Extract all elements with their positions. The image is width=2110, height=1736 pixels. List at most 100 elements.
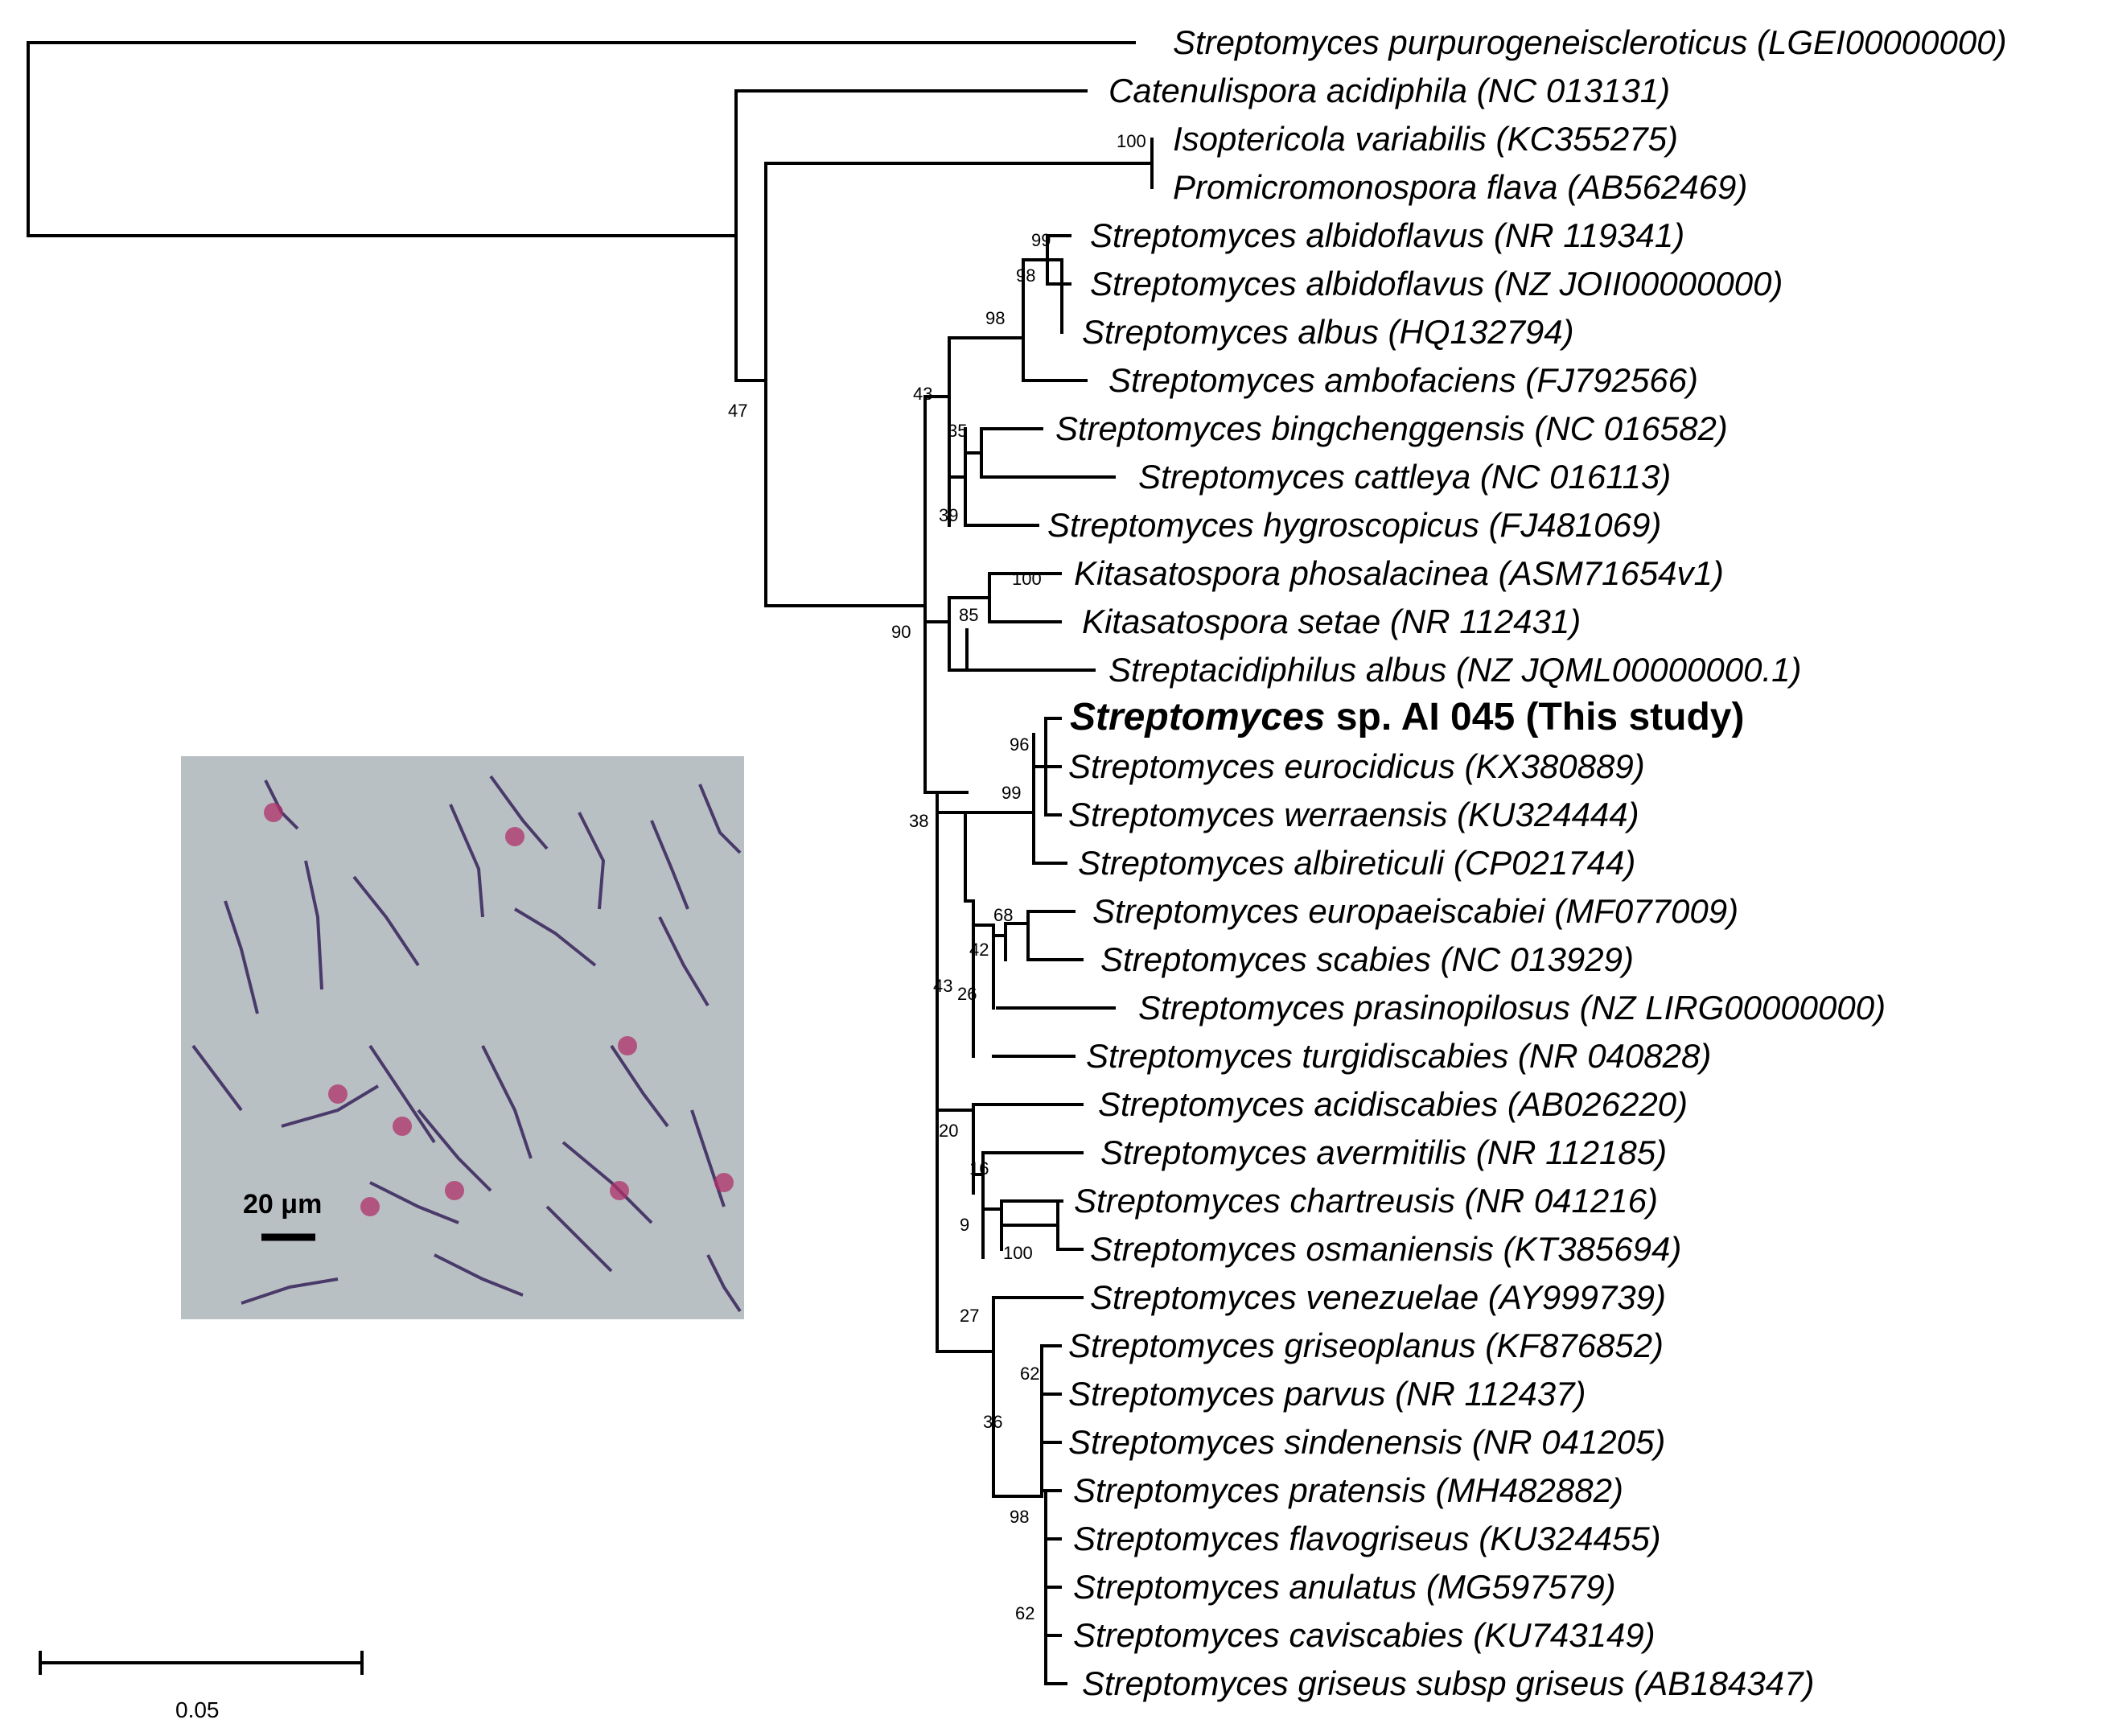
- bootstrap-value: 43: [913, 384, 932, 404]
- bootstrap-value: 16: [969, 1158, 989, 1179]
- filament: [241, 1277, 339, 1305]
- taxon-label: Streptomyces griseus subsp griseus (AB18…: [1082, 1664, 1814, 1702]
- bootstrap-value: 98: [985, 308, 1005, 328]
- bootstrap-value: 42: [969, 940, 989, 960]
- taxon-label: Streptomyces sp. AI 045 (This study): [1070, 696, 1744, 738]
- bootstrap-value: 99: [1002, 783, 1021, 803]
- taxon-label: Streptomyces acidiscabies (AB026220): [1098, 1085, 1688, 1123]
- taxon-label: Streptomyces eurocidicus (KX380889): [1068, 747, 1645, 785]
- taxon-label: Streptomyces cattleya (NC 016113): [1138, 458, 1671, 496]
- tree-branches: [27, 41, 1154, 1685]
- bootstrap-value: 98: [1016, 265, 1035, 286]
- filament: [610, 1044, 669, 1128]
- bootstrap-value: 90: [891, 622, 911, 642]
- taxon-label: Streptomyces caviscabies (KU743149): [1073, 1616, 1656, 1654]
- taxon-genus: Streptomyces: [1070, 696, 1325, 738]
- stain-spot: [328, 1084, 348, 1104]
- stain-spot: [610, 1181, 629, 1200]
- bootstrap-value: 43: [933, 976, 952, 996]
- taxon-label: Streptomyces werraensis (KU324444): [1068, 796, 1639, 833]
- stain-spot: [714, 1173, 734, 1192]
- filament: [281, 1084, 380, 1128]
- filament: [658, 916, 710, 1007]
- filament: [706, 1254, 742, 1313]
- taxon-label: Streptomyces anulatus (MG597579): [1073, 1568, 1616, 1606]
- stain-spot: [505, 827, 524, 846]
- bootstrap-value: 38: [909, 811, 928, 831]
- filament: [698, 784, 742, 854]
- taxon-label: Streptomyces prasinopilosus (NZ LIRG0000…: [1138, 989, 1886, 1026]
- bootstrap-value: 35: [948, 421, 967, 441]
- bootstrap-value: 27: [960, 1306, 979, 1326]
- taxon-label: Streptomyces sindenensis (NR 041205): [1068, 1423, 1665, 1461]
- filament: [434, 1253, 524, 1297]
- filament: [352, 875, 420, 967]
- stain-spot: [360, 1197, 380, 1216]
- bootstrap-values: 1004799989843353910085909699386842264320…: [728, 131, 1146, 1623]
- micrograph-inset: 20 μm: [181, 756, 744, 1319]
- bootstrap-value: 9: [960, 1215, 969, 1235]
- taxon-label: Catenulispora acidiphila (NC 013131): [1108, 72, 1670, 109]
- filament: [417, 1109, 492, 1192]
- taxon-label: Streptomyces ambofaciens (FJ792566): [1108, 361, 1698, 399]
- taxon-label: Streptomyces chartreusis (NR 041216): [1074, 1182, 1658, 1220]
- bootstrap-value: 100: [1117, 131, 1146, 151]
- taxon-rest: sp. AI 045 (This study): [1325, 696, 1744, 738]
- taxon-label: Streptomyces purpurogeneiscleroticus (LG…: [1173, 23, 2007, 61]
- filament: [369, 1181, 459, 1224]
- taxon-label: Streptomyces parvus (NR 112437): [1068, 1375, 1586, 1413]
- taxon-label: Streptomyces scabies (NC 013929): [1100, 940, 1634, 978]
- stain-spot: [393, 1117, 412, 1136]
- taxon-label: Streptomyces bingchenggensis (NC 016582): [1055, 409, 1728, 447]
- bootstrap-value: 62: [1015, 1603, 1034, 1623]
- micrograph-scale-label: 20 μm: [243, 1189, 322, 1220]
- taxon-label: Isoptericola variabilis (KC355275): [1173, 120, 1678, 158]
- taxon-label: Streptomyces venezuelae (AY999739): [1090, 1278, 1666, 1316]
- taxon-label: Streptacidiphilus albus (NZ JQML00000000…: [1108, 651, 1801, 689]
- taxon-label: Streptomyces turgidiscabies (NR 040828): [1086, 1037, 1711, 1075]
- taxon-label: Streptomyces hygroscopicus (FJ481069): [1047, 506, 1661, 544]
- scale-bar-label: 0.05: [175, 1697, 220, 1722]
- taxon-label: Streptomyces osmaniensis (KT385694): [1090, 1230, 1681, 1268]
- tree-scale-bar: 0.05: [39, 1651, 364, 1722]
- bootstrap-value: 85: [959, 605, 978, 625]
- bootstrap-value: 96: [1010, 734, 1029, 755]
- stain-spot: [618, 1036, 637, 1055]
- taxon-label: Streptomyces avermitilis (NR 112185): [1100, 1133, 1667, 1171]
- filament: [481, 1045, 533, 1159]
- bootstrap-value: 99: [1031, 230, 1051, 250]
- bootstrap-value: 39: [939, 505, 958, 525]
- filament: [650, 820, 689, 910]
- filament: [690, 1109, 726, 1207]
- taxon-label: Streptomyces flavogriseus (KU324455): [1073, 1520, 1661, 1557]
- bootstrap-value: 36: [983, 1412, 1002, 1432]
- taxon-labels: Streptomyces purpurogeneiscleroticus (LG…: [1047, 23, 2007, 1702]
- taxon-label: Promicromonospora flava (AB562469): [1173, 168, 1747, 206]
- filament: [304, 860, 323, 990]
- taxon-label: Streptomyces pratensis (MH482882): [1073, 1471, 1623, 1509]
- bootstrap-value: 98: [1010, 1507, 1029, 1527]
- filament: [224, 900, 259, 1014]
- bootstrap-value: 47: [728, 401, 747, 421]
- stain-spot: [264, 803, 283, 822]
- filament: [449, 804, 484, 918]
- taxon-label: Streptomyces albus (HQ132794): [1082, 313, 1574, 351]
- bootstrap-value: 100: [1012, 569, 1042, 589]
- filament: [368, 1044, 436, 1144]
- filament: [191, 1044, 243, 1112]
- bootstrap-value: 100: [1003, 1243, 1033, 1263]
- taxon-label: Streptomyces europaeiscabiei (MF077009): [1092, 892, 1738, 930]
- filament: [561, 1141, 653, 1224]
- stain-spot: [445, 1181, 464, 1200]
- filament: [578, 812, 606, 910]
- taxon-label: Streptomyces griseoplanus (KF876852): [1068, 1327, 1664, 1364]
- filament: [545, 1205, 613, 1273]
- taxon-label: Kitasatospora phosalacinea (ASM71654v1): [1074, 554, 1724, 592]
- bootstrap-value: 62: [1020, 1364, 1039, 1384]
- bootstrap-value: 20: [939, 1121, 958, 1141]
- bootstrap-value: 26: [957, 984, 977, 1004]
- taxon-label: Streptomyces albidoflavus (NZ JOII000000…: [1090, 265, 1783, 302]
- taxon-label: Kitasatospora setae (NR 112431): [1082, 603, 1581, 640]
- taxon-label: Streptomyces albireticuli (CP021744): [1078, 844, 1635, 882]
